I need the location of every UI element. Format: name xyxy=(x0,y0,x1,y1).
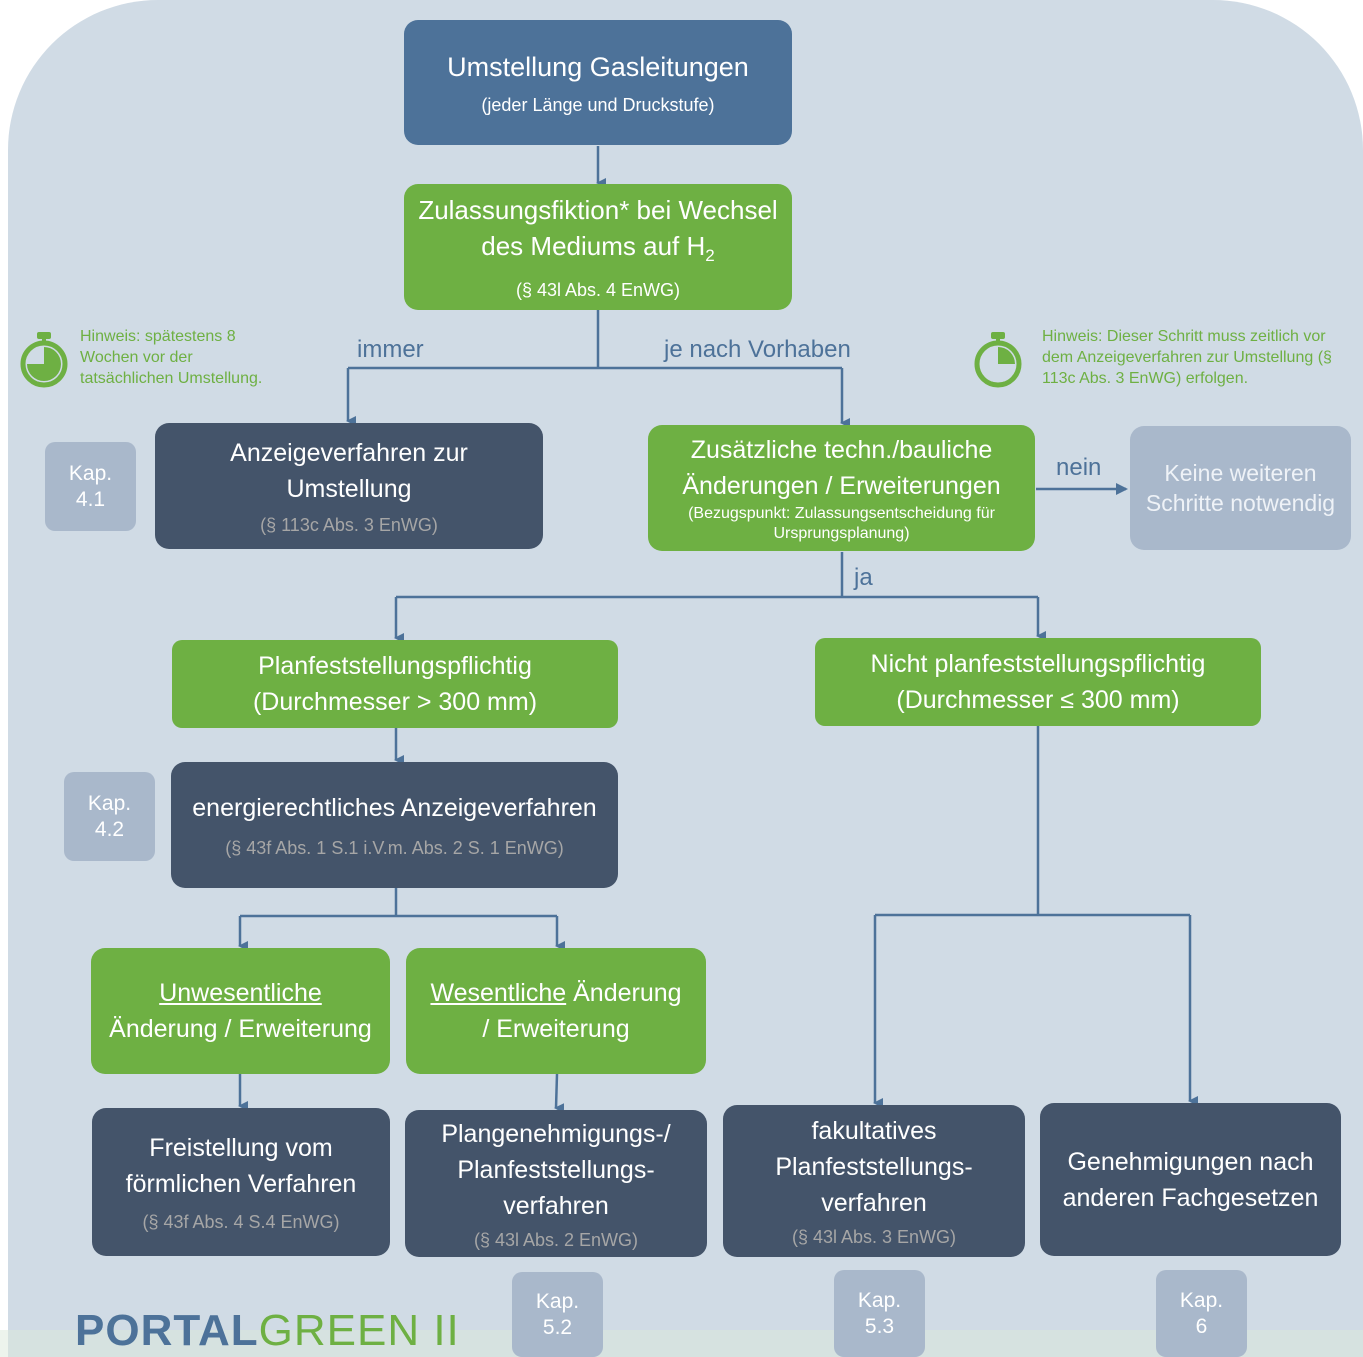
stopwatch-icon xyxy=(974,332,1022,388)
label-nein: nein xyxy=(1056,454,1102,481)
box-genehmigungen-fachgesetze: Genehmigungen nach anderen Fachgesetzen xyxy=(1040,1103,1341,1256)
kapitel-badge-5-3: Kap. 5.3 xyxy=(834,1270,925,1357)
label-je-nach-vorhaben: je nach Vorhaben xyxy=(664,336,851,363)
kap-label: Kap. xyxy=(87,791,132,815)
box-title-line2: / Erweiterung xyxy=(482,1015,630,1043)
logo-part2: GREEN II xyxy=(258,1306,460,1355)
box-title: Umstellung Gasleitungen xyxy=(447,51,749,82)
kap-label: Kap. xyxy=(857,1288,902,1312)
box-reference: (§ 43l Abs. 4 EnWG) xyxy=(515,280,681,301)
box-subtitle: (Durchmesser > 300 mm) xyxy=(252,688,538,716)
stopwatch-icon xyxy=(20,332,68,388)
box-wesentliche-aenderung: Wesentliche Änderung / Erweiterung xyxy=(406,948,706,1074)
kapitel-badge-4-1: Kap. 4.1 xyxy=(45,442,136,531)
portalgreen-logo: PORTALGREEN II xyxy=(75,1306,460,1356)
box-title-underlined: Wesentliche xyxy=(430,979,567,1007)
kap-label: Kap. xyxy=(68,461,113,485)
box-reference: (§ 43l Abs. 3 EnWG) xyxy=(791,1227,957,1247)
logo-part1: PORTAL xyxy=(75,1306,259,1355)
box-text: Keine weiteren Schritte notwendig xyxy=(1145,460,1336,516)
box-umstellung-gasleitungen: Umstellung Gasleitungen (jeder Länge und… xyxy=(404,20,792,145)
connector-wes-plangen xyxy=(554,1073,565,1114)
box-title: Plangenehmigungs-/ Planfeststellungs- ve… xyxy=(441,1119,671,1220)
box-subtitle: (Durchmesser ≤ 300 mm) xyxy=(896,686,1180,714)
subscript-2: 2 xyxy=(705,246,715,266)
label-ja: ja xyxy=(854,564,873,591)
box-title-line1: Zulassungsfiktion* bei Wechsel xyxy=(418,194,778,225)
box-reference: (§ 43f Abs. 1 S.1 i.V.m. Abs. 2 S. 1 EnW… xyxy=(225,838,564,858)
box-title: energierechtliches Anzeigeverfahren xyxy=(192,794,597,822)
kapitel-badge-4-2: Kap. 4.2 xyxy=(64,772,155,861)
box-subtitle: (jeder Länge und Druckstufe) xyxy=(481,94,715,115)
box-zusaetzliche-aenderungen: Zusätzliche techn./bauliche Änderungen /… xyxy=(648,425,1035,551)
box-title-rest: Änderung xyxy=(566,979,682,1007)
box-planfeststellungspflichtig: Planfeststellungspflichtig (Durchmesser … xyxy=(172,640,618,728)
box-title: fakultatives Planfeststellungs- verfahre… xyxy=(775,1117,973,1217)
box-title-rest: Änderung / Erweiterung xyxy=(109,1015,372,1043)
kapitel-badge-5-2: Kap. 5.2 xyxy=(512,1272,603,1357)
box-title: Anzeigeverfahren zur Umstellung xyxy=(230,439,468,503)
box-title: Nicht planfeststellungspflichtig xyxy=(870,650,1206,678)
kap-number: 4.2 xyxy=(94,817,125,841)
box-reference: (§ 113c Abs. 3 EnWG) xyxy=(260,515,438,535)
kap-number: 5.3 xyxy=(864,1314,895,1338)
medium-text: des Mediums auf H xyxy=(481,230,706,261)
box-freistellung: Freistellung vom förmlichen Verfahren (§… xyxy=(92,1108,390,1256)
kap-label: Kap. xyxy=(1179,1288,1224,1312)
box-energierechtliches-anzeigeverfahren: energierechtliches Anzeigeverfahren (§ 4… xyxy=(171,762,618,888)
box-title: Zusätzliche techn./bauliche Änderungen /… xyxy=(682,436,1001,500)
box-fakultatives-planfeststellungsverfahren: fakultatives Planfeststellungs- verfahre… xyxy=(723,1105,1025,1257)
box-title: Freistellung vom förmlichen Verfahren xyxy=(125,1134,357,1198)
note-right: Hinweis: Dieser Schritt muss zeitlich vo… xyxy=(1042,328,1332,387)
box-unwesentliche-aenderung: Unwesentliche Änderung / Erweiterung xyxy=(91,948,390,1074)
box-zulassungsfiktion: Zulassungsfiktion* bei Wechsel des Mediu… xyxy=(404,184,792,310)
kap-number: 6 xyxy=(1195,1314,1208,1338)
box-title-underlined: Unwesentliche xyxy=(159,979,322,1007)
box-reference: (§ 43f Abs. 4 S.4 EnWG) xyxy=(142,1212,340,1232)
kap-number: 4.1 xyxy=(75,487,106,511)
box-keine-weiteren-schritte: Keine weiteren Schritte notwendig xyxy=(1130,426,1351,550)
box-nicht-planfeststellungspflichtig: Nicht planfeststellungspflichtig (Durchm… xyxy=(815,638,1261,726)
kap-label: Kap. xyxy=(535,1289,580,1313)
kapitel-badge-6: Kap. 6 xyxy=(1156,1270,1247,1357)
box-title-line2: des Mediums auf H2 xyxy=(481,228,714,274)
box-title: Planfeststellungspflichtig xyxy=(258,652,532,680)
note-left: Hinweis: spätestens 8 Wochen vor der tat… xyxy=(80,328,263,387)
box-title-line1: Wesentliche Änderung xyxy=(430,975,681,1011)
box-title: Genehmigungen nach anderen Fachgesetzen xyxy=(1062,1147,1319,1212)
box-anzeigeverfahren-umstellung: Anzeigeverfahren zur Umstellung (§ 113c … xyxy=(155,423,543,549)
bottom-strip xyxy=(0,1330,1363,1357)
box-subtitle: (Bezugspunkt: Zulassungsentscheidung für… xyxy=(688,505,995,542)
label-immer: immer xyxy=(357,336,424,363)
kap-number: 5.2 xyxy=(542,1315,573,1339)
box-plangenehmigungsverfahren: Plangenehmigungs-/ Planfeststellungs- ve… xyxy=(405,1110,707,1257)
box-reference: (§ 43l Abs. 2 EnWG) xyxy=(473,1229,639,1250)
